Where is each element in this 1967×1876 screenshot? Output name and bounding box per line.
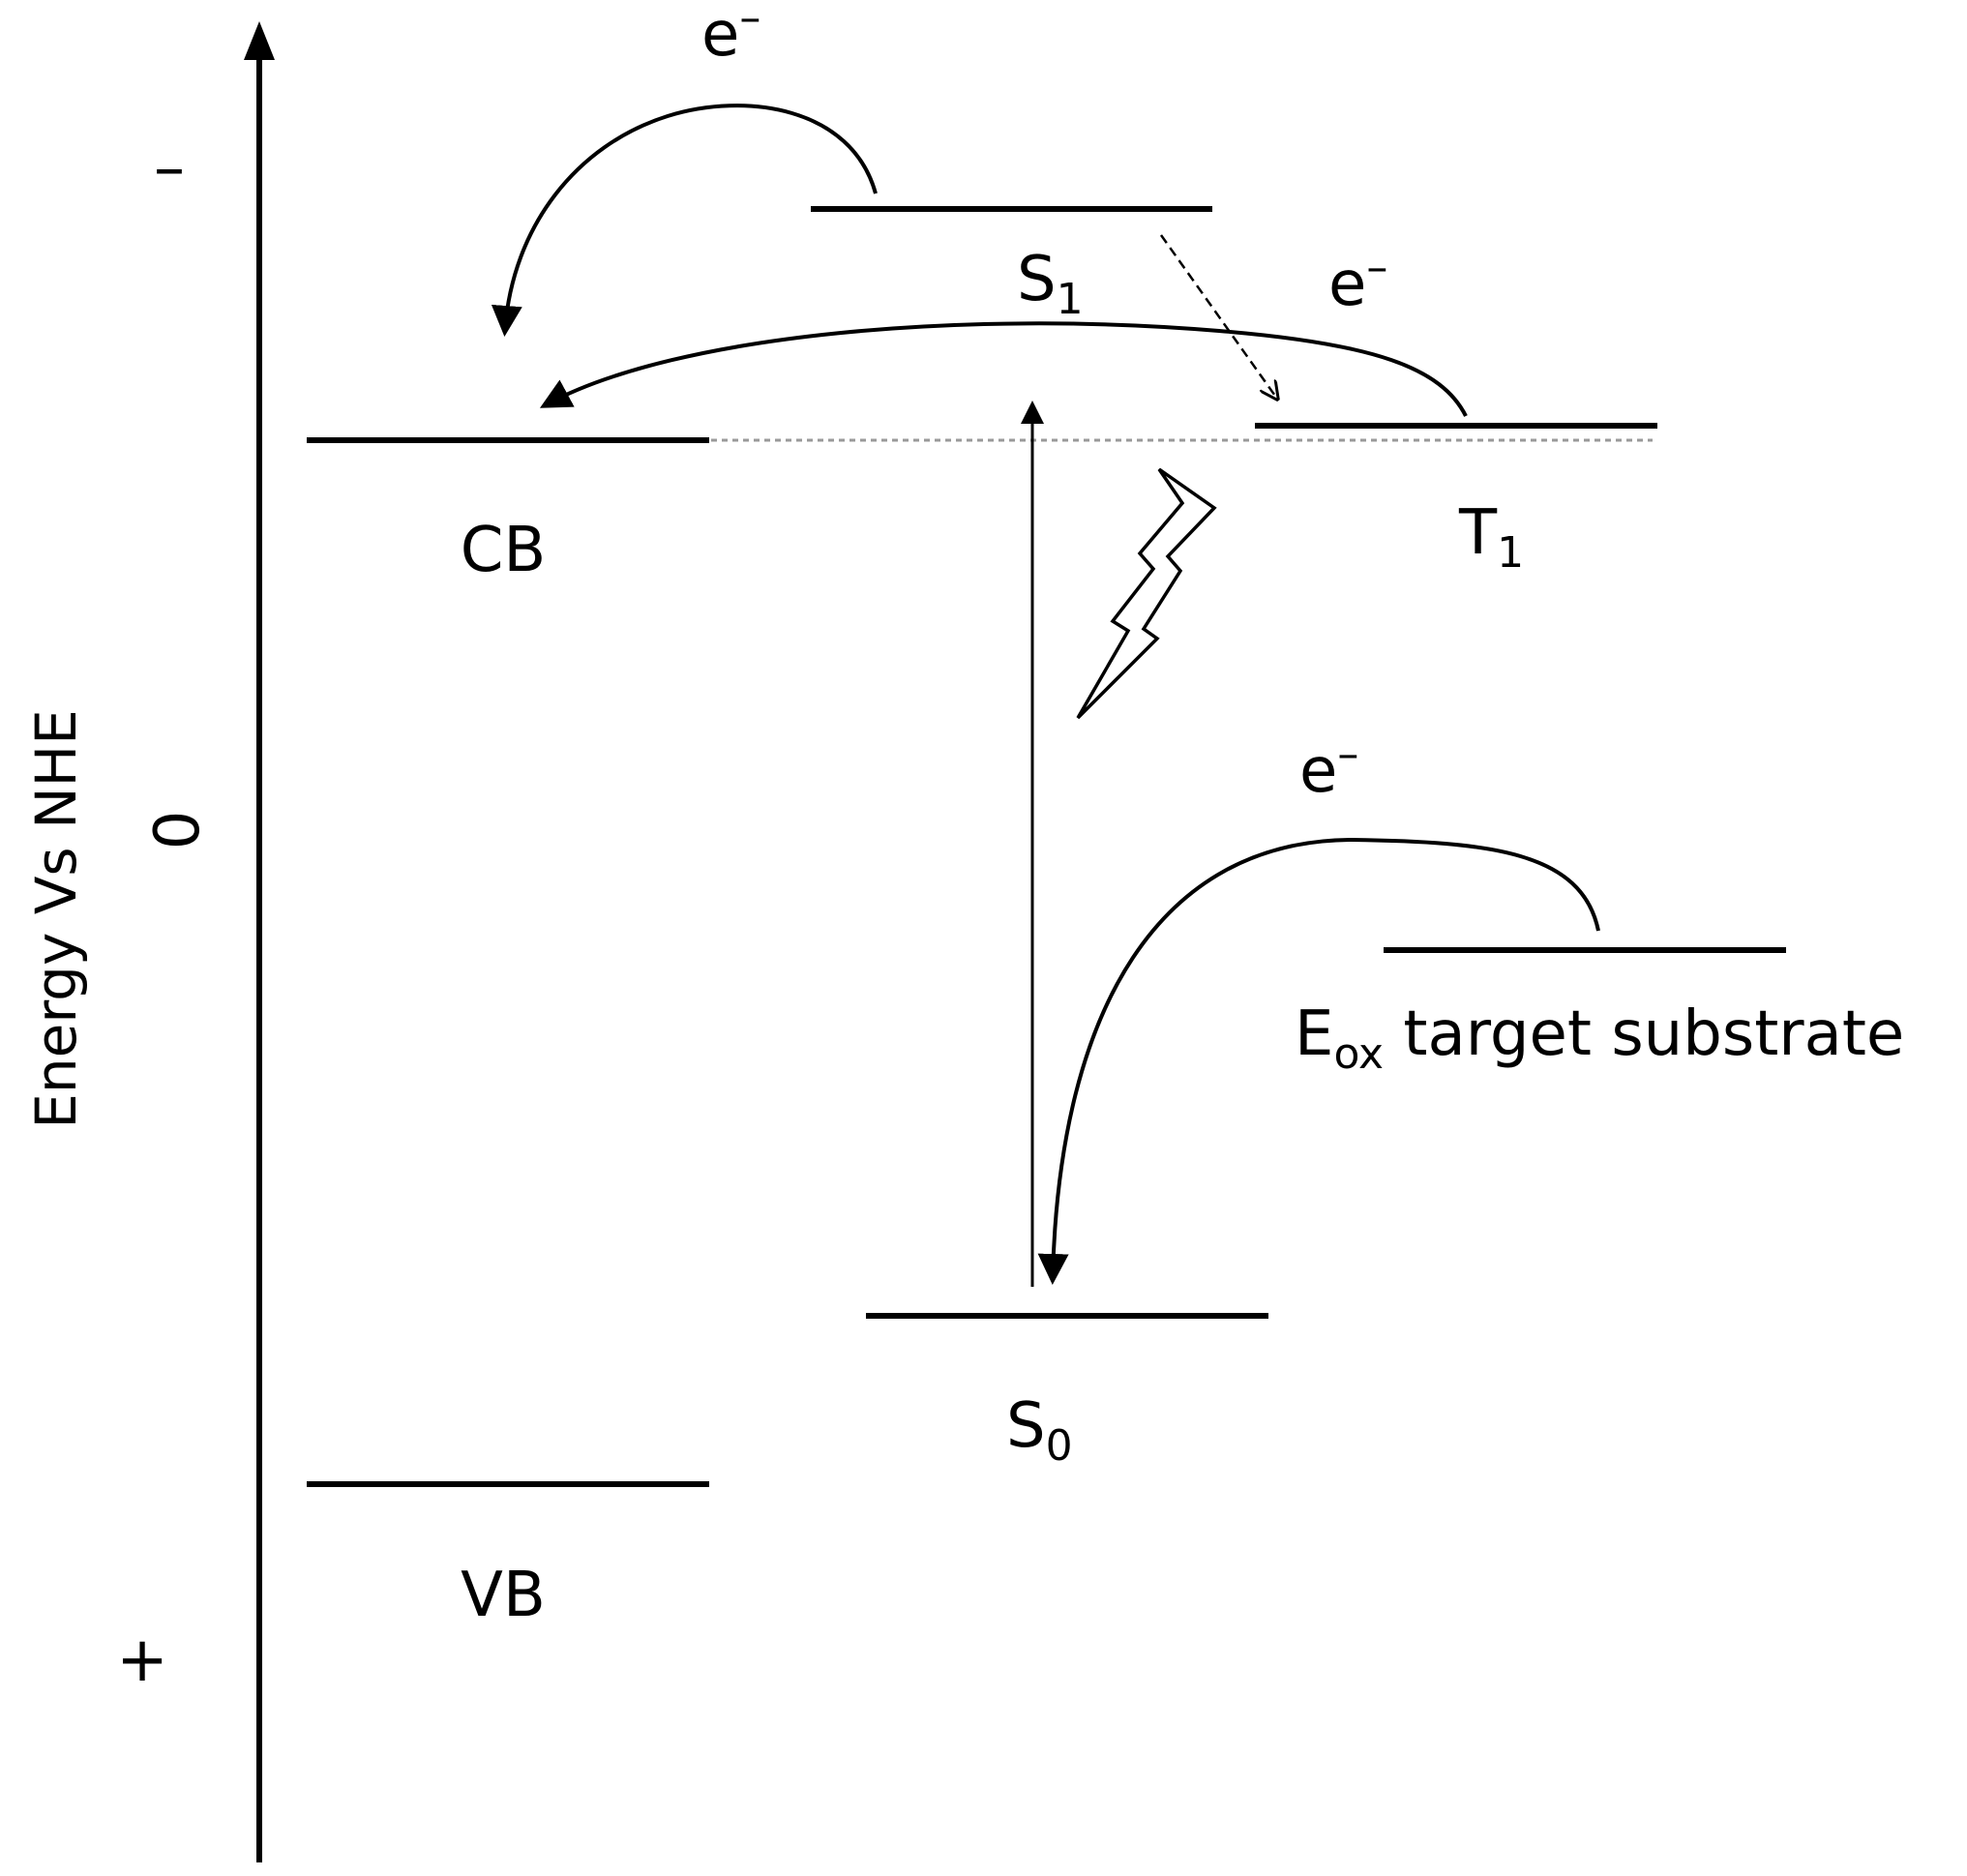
- electron-label-t1-cb: e–: [1328, 243, 1387, 320]
- arrow-s1-to-cb: [491, 104, 878, 337]
- arrow-isc-s1-to-t1: [1159, 234, 1277, 399]
- s1-label: S1: [1017, 244, 1084, 324]
- eox-label: Eox target substrate: [1295, 998, 1904, 1079]
- axis-tick-minus: –: [154, 133, 185, 204]
- axis-title: Energy Vs NHE: [23, 709, 89, 1128]
- energy-axis-arrowhead: [244, 21, 275, 60]
- arrow-t1-to-cb: [539, 321, 1468, 417]
- t1-label: T1: [1458, 497, 1524, 578]
- arrow-substrate-to-s0: [1037, 837, 1600, 1285]
- axis-tick-zero: 0: [142, 811, 214, 850]
- s0-label: S0: [1006, 1390, 1073, 1471]
- cb-label: CB: [461, 515, 547, 586]
- electron-label-substrate-s0: e–: [1299, 730, 1358, 807]
- axis-tick-plus: +: [116, 1624, 168, 1696]
- lightning-bolt-icon: [1076, 467, 1217, 720]
- vb-label: VB: [461, 1560, 546, 1631]
- electron-label-s1-cb: e–: [701, 0, 760, 71]
